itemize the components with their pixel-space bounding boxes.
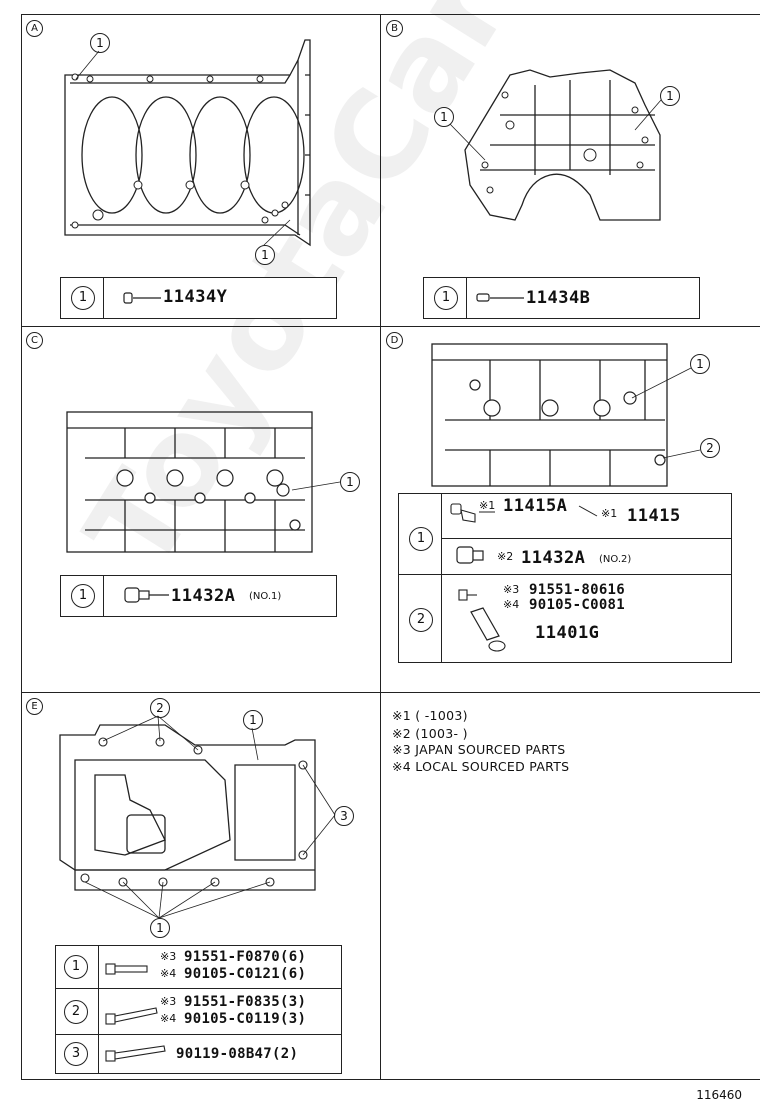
mark-d-1b: ※1 — [601, 507, 618, 520]
part-number-d-90105-c0081[interactable]: 90105-C0081 — [529, 597, 626, 613]
part-table-d: 1 ※1 11415A ※1 11415 ※2 11432A (NO.2) 2 … — [398, 493, 732, 663]
part-number-d-11401g[interactable]: 11401G — [535, 623, 600, 643]
table-num-b-1: 1 — [434, 286, 458, 310]
mark-e-1b: ※4 — [160, 967, 177, 980]
document-number: 116460 — [696, 1088, 742, 1102]
mark-d-1a: ※1 — [479, 499, 496, 512]
dowel-pin-icon — [476, 293, 524, 302]
table-num-e-2: 2 — [64, 1000, 88, 1024]
divider-row1 — [21, 326, 760, 327]
note-4: ※4 LOCAL SOURCED PARTS — [392, 759, 570, 774]
cylinder-block-side-view-d — [431, 343, 668, 487]
part-table-b: 1 11434B — [423, 277, 700, 319]
note-1: ※1 ( -1003) — [392, 708, 468, 723]
note-3: ※3 JAPAN SOURCED PARTS — [392, 742, 566, 757]
part-table-c: 1 11432A (NO.1) — [60, 575, 337, 617]
callout-d-1: 1 — [690, 354, 710, 374]
part-number-e-91551-f0870[interactable]: 91551-F0870(6) — [184, 949, 307, 965]
diagram-frame — [21, 14, 760, 1080]
part-suffix-c: (NO.1) — [249, 591, 282, 602]
part-number-e-90119-08b47[interactable]: 90119-08B47(2) — [176, 1046, 299, 1062]
part-table-a: 1 11434Y — [60, 277, 337, 319]
section-letter-d: D — [386, 332, 403, 349]
mark-d-1c: ※2 — [497, 550, 514, 563]
table-num-c-1: 1 — [71, 584, 95, 608]
section-letter-e: E — [26, 698, 43, 715]
part-number-d-11432a[interactable]: 11432A — [521, 548, 586, 568]
cylinder-block-top-view — [64, 39, 311, 247]
leader-d-11415 — [578, 505, 598, 517]
part-number-d-11415[interactable]: 11415 — [627, 506, 681, 526]
callout-a-1-bottom: 1 — [255, 245, 275, 265]
table-num-d-1: 1 — [409, 527, 433, 551]
mark-d-2b: ※4 — [503, 598, 520, 611]
part-number-d-11415a[interactable]: 11415A — [503, 496, 568, 516]
part-number-b[interactable]: 11434B — [526, 288, 591, 308]
callout-c-1: 1 — [340, 472, 360, 492]
part-number-e-90105-c0121[interactable]: 90105-C0121(6) — [184, 966, 307, 982]
table-num-d-2: 2 — [409, 608, 433, 632]
part-suffix-d: (NO.2) — [599, 554, 632, 565]
callout-e-3: 3 — [334, 806, 354, 826]
divider-row2 — [21, 692, 760, 693]
mark-e-1a: ※3 — [160, 950, 177, 963]
cylinder-block-rear-view — [464, 69, 661, 221]
bolt-icon-e-2 — [105, 1007, 158, 1025]
table-num-e-1: 1 — [64, 955, 88, 979]
union-icon — [450, 503, 495, 523]
part-number-a[interactable]: 11434Y — [163, 287, 228, 307]
callout-e-1-top: 1 — [243, 710, 263, 730]
part-number-d-91551-80616[interactable]: 91551-80616 — [529, 582, 626, 598]
section-letter-b: B — [386, 20, 403, 37]
mark-e-2b: ※4 — [160, 1012, 177, 1025]
mark-e-2a: ※3 — [160, 995, 177, 1008]
table-num-e-3: 3 — [64, 1042, 88, 1066]
callout-a-1-top: 1 — [90, 33, 110, 53]
table-num-a-1: 1 — [71, 286, 95, 310]
plug-icon-d — [456, 546, 484, 564]
section-letter-a: A — [26, 20, 43, 37]
plug-icon — [124, 587, 169, 603]
section-letter-c: C — [26, 332, 43, 349]
callout-d-2: 2 — [700, 438, 720, 458]
part-number-e-91551-f0835[interactable]: 91551-F0835(3) — [184, 994, 307, 1010]
mark-d-2a: ※3 — [503, 583, 520, 596]
cylinder-block-side-view — [66, 411, 313, 553]
bolt-icon-e-1 — [105, 963, 148, 975]
oil-pan-bottom-view — [59, 724, 316, 891]
note-2: ※2 (1003- ) — [392, 726, 468, 741]
part-number-c[interactable]: 11432A — [171, 586, 236, 606]
stud-bolt-icon-e-3 — [105, 1045, 166, 1062]
cylinder-pin-icon — [123, 292, 161, 304]
oil-control-valve-icon — [458, 589, 506, 652]
callout-e-1-bottom: 1 — [150, 918, 170, 938]
callout-b-1-left: 1 — [434, 107, 454, 127]
callout-b-1-right: 1 — [660, 86, 680, 106]
part-table-e: 1 ※3 91551-F0870(6) ※4 90105-C0121(6) 2 … — [55, 945, 342, 1074]
divider-vertical — [380, 14, 381, 1080]
part-number-e-90105-c0119[interactable]: 90105-C0119(3) — [184, 1011, 307, 1027]
